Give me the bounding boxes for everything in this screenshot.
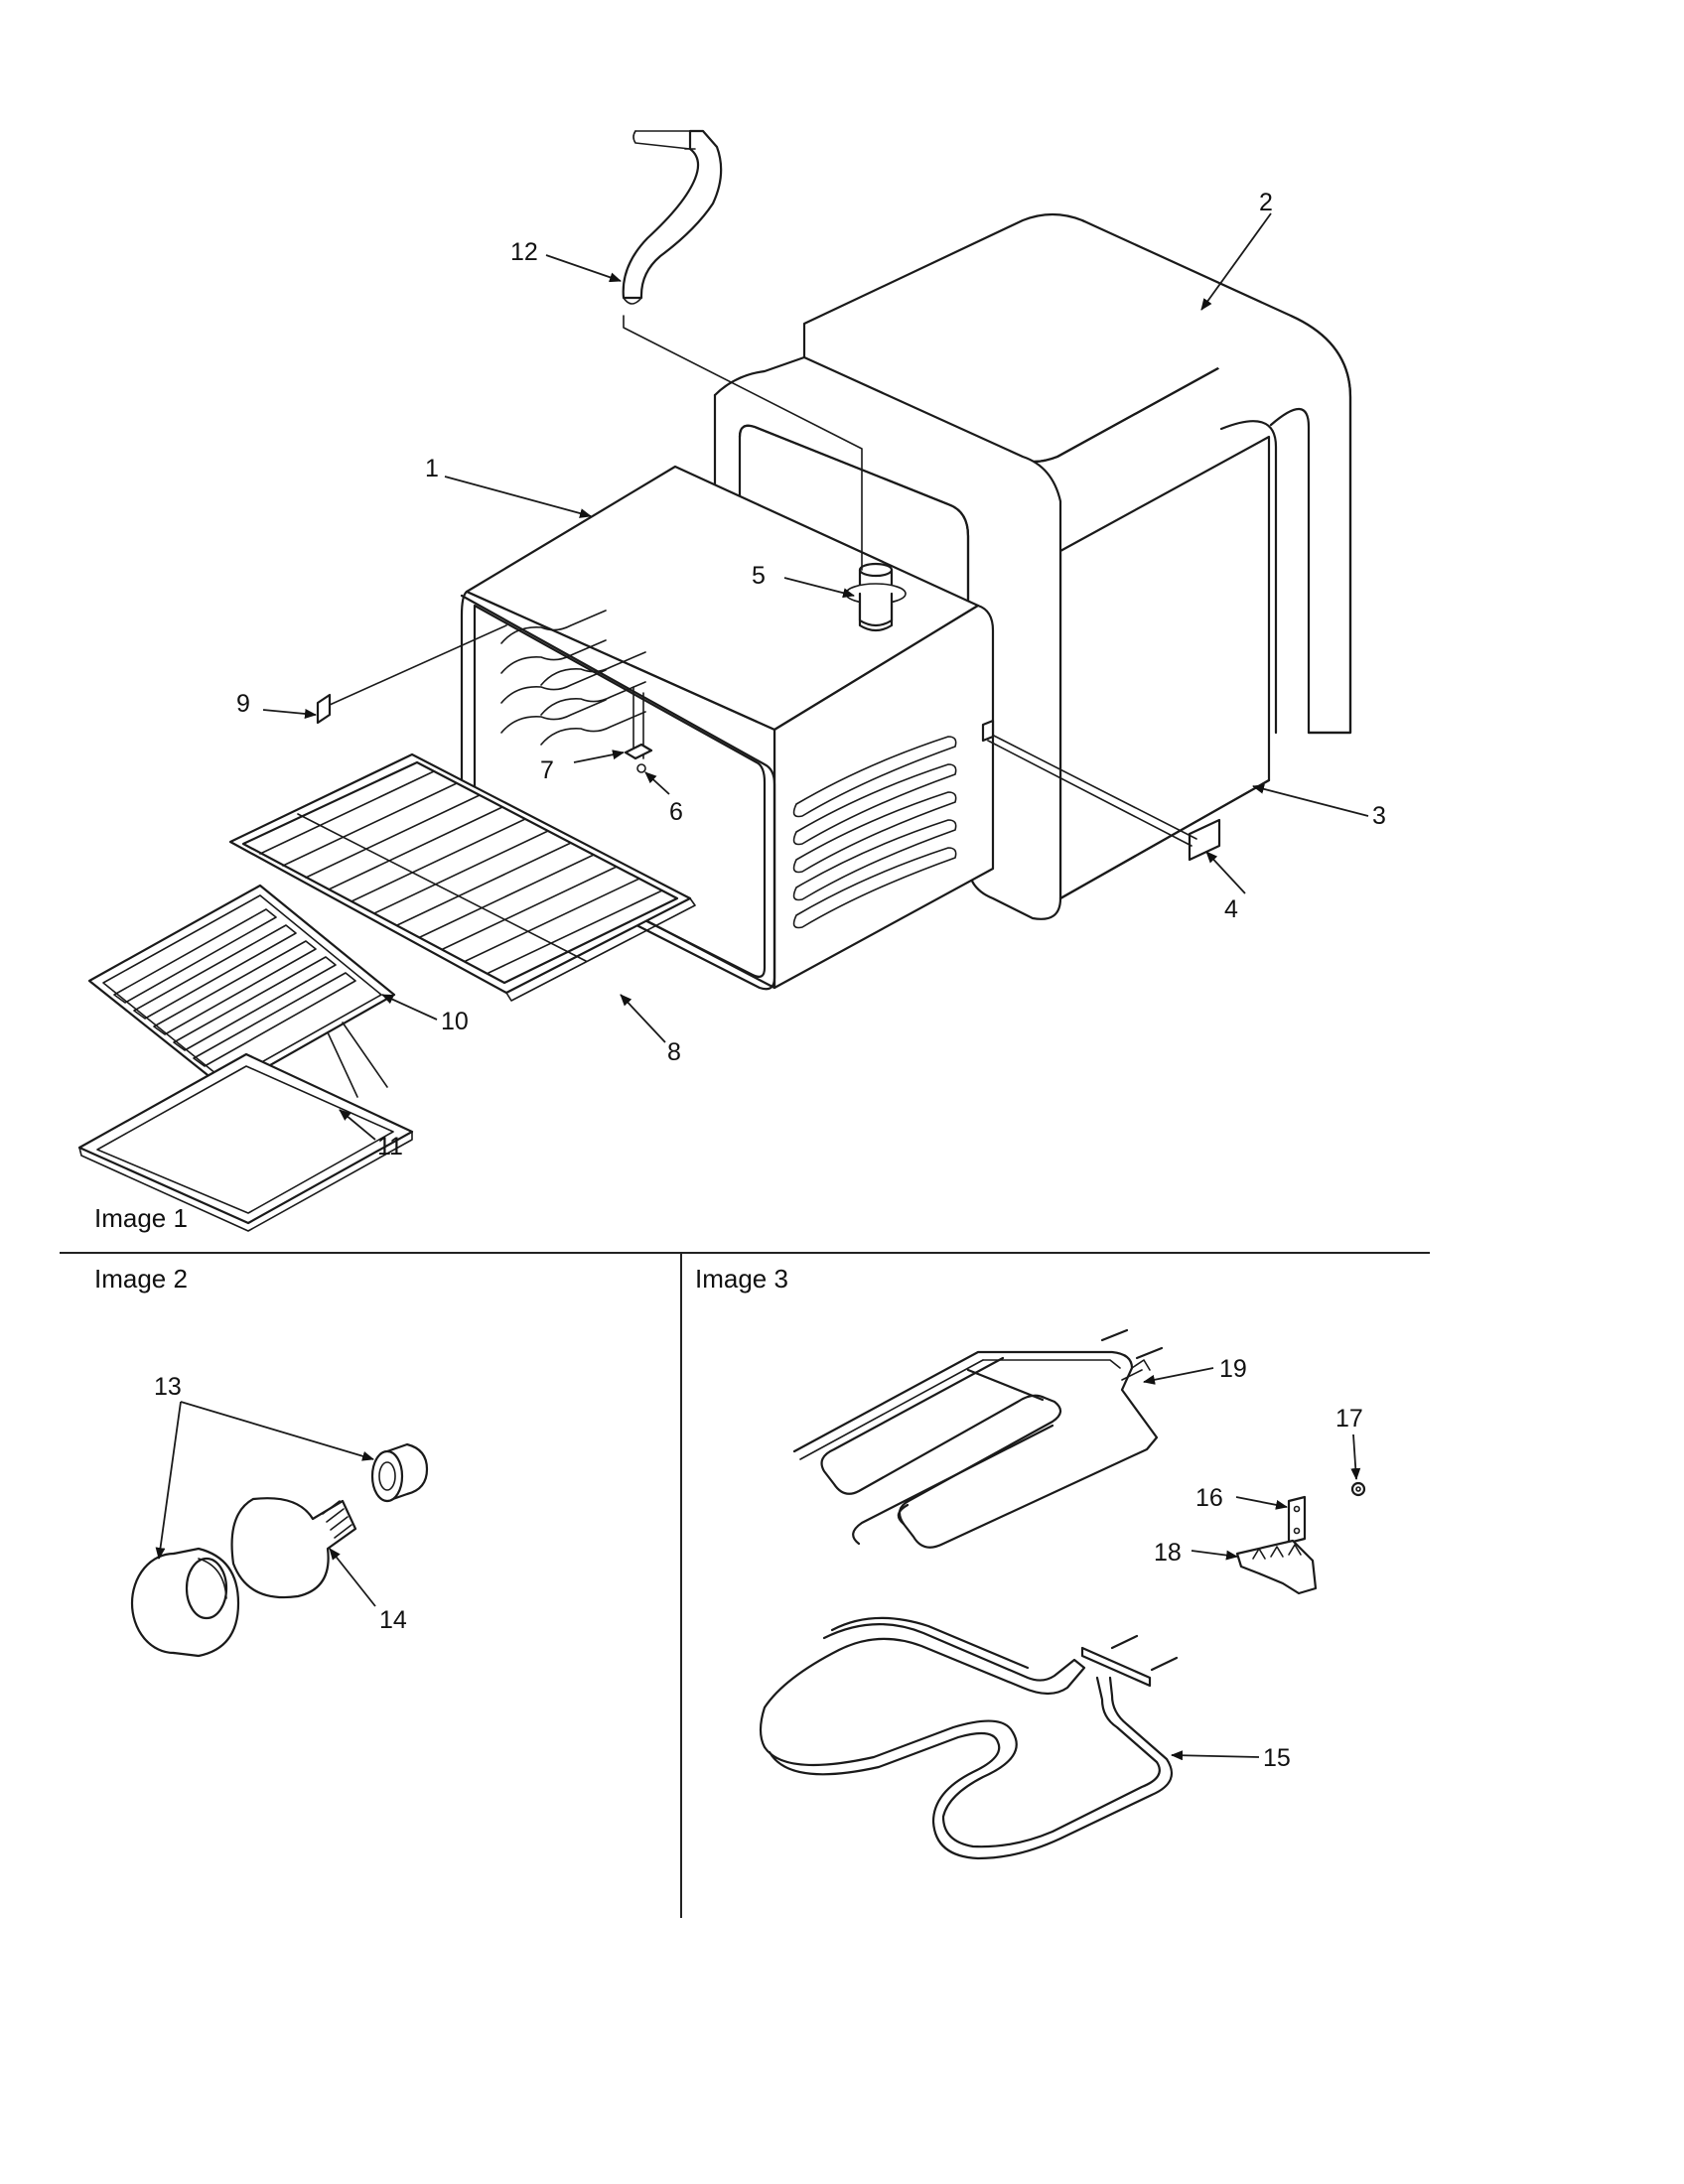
bake-element-part [759, 1616, 1179, 1860]
callout-6: 6 [669, 798, 683, 826]
callout-14: 14 [379, 1606, 407, 1634]
light-bulb-part [230, 1497, 357, 1599]
callout-19: 19 [1219, 1355, 1247, 1383]
bracket-9-part [316, 624, 507, 725]
vent-tube-part [845, 562, 907, 632]
callout-1: 1 [425, 455, 439, 482]
callout-5: 5 [752, 562, 766, 590]
broil-element-part [792, 1328, 1164, 1549]
callout-15: 15 [1263, 1744, 1291, 1772]
callout-10: 10 [441, 1008, 469, 1035]
oven-rack-part [228, 752, 696, 1002]
socket-ring-part [370, 1442, 429, 1503]
broil-pan-part [77, 1022, 414, 1232]
rack-supports [500, 610, 646, 746]
callout-11: 11 [377, 1133, 403, 1160]
terminal-block-part [1235, 1539, 1318, 1595]
callout-2: 2 [1259, 189, 1273, 216]
callout-16: 16 [1195, 1484, 1223, 1512]
element-bracket-16-part [1287, 1495, 1307, 1545]
callout-9: 9 [236, 690, 250, 718]
side-louvers [792, 736, 957, 929]
callout-7: 7 [540, 756, 554, 784]
vent-duct-part [622, 129, 863, 571]
callout-12: 12 [510, 238, 538, 266]
section-label-image1: Image 1 [94, 1203, 188, 1233]
image3-elements: Image 3 [695, 1264, 1366, 1860]
nut-part [1350, 1481, 1366, 1497]
callout-3: 3 [1372, 802, 1386, 830]
callout-17: 17 [1335, 1405, 1363, 1433]
probe-clip-part [624, 743, 653, 773]
image2-light-assembly: Image 2 13 14 [94, 1264, 429, 1658]
oven-liner-part [460, 465, 995, 991]
callout-18: 18 [1154, 1539, 1182, 1567]
lens-cover-part [130, 1547, 240, 1658]
bracket-4-part [981, 719, 1221, 862]
callout-8: 8 [667, 1038, 681, 1066]
section-label-image3: Image 3 [695, 1264, 788, 1294]
callout-13: 13 [154, 1373, 182, 1401]
callout-4: 4 [1224, 895, 1238, 923]
image1-assembly: 1 2 3 4 5 6 7 8 9 10 11 12 Image 1 [77, 129, 1386, 1233]
section-label-image2: Image 2 [94, 1264, 188, 1294]
